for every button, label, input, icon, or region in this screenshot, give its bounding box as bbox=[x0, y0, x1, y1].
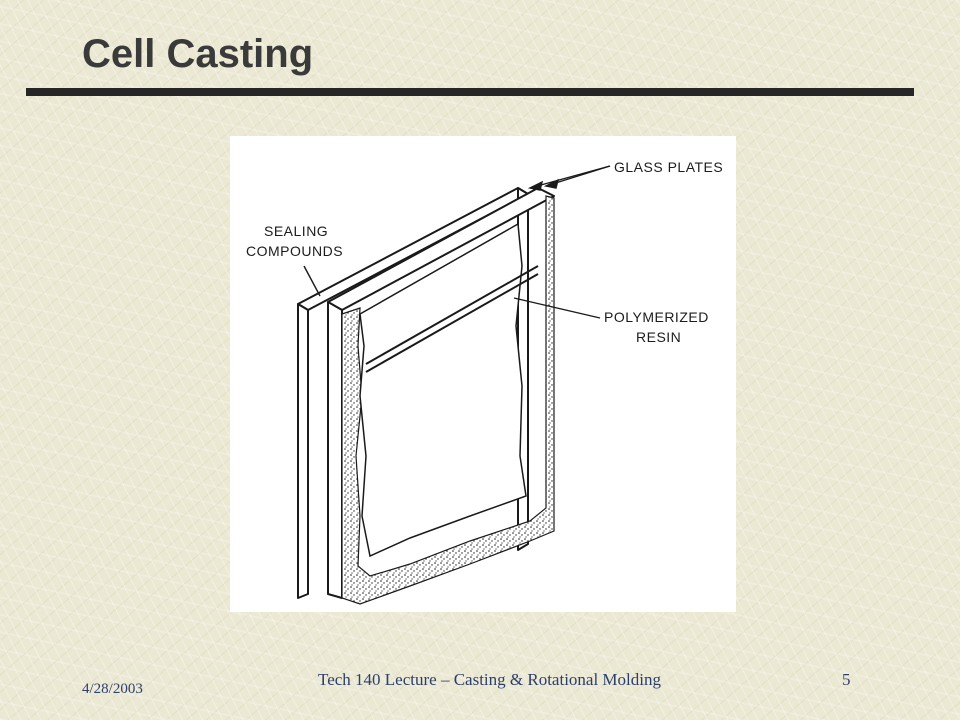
polymerized-resin bbox=[359, 222, 527, 558]
label-resin-line2: RESIN bbox=[636, 329, 681, 345]
title-underline bbox=[26, 88, 914, 96]
label-sealing-line1: SEALING bbox=[264, 223, 328, 239]
label-glass-plates: GLASS PLATES bbox=[614, 159, 723, 175]
label-sealing-line2: COMPOUNDS bbox=[246, 243, 343, 259]
front-glass-plate bbox=[327, 187, 555, 599]
cell-casting-diagram: GLASS PLATES SEALING COMPOUNDS POLYMERIZ… bbox=[246, 159, 723, 605]
footer-page-number: 5 bbox=[842, 670, 851, 689]
footer-course-title: Tech 140 Lecture – Casting & Rotational … bbox=[318, 670, 661, 689]
cell-casting-figure: GLASS PLATES SEALING COMPOUNDS POLYMERIZ… bbox=[230, 136, 736, 612]
slide-title: Cell Casting bbox=[82, 32, 314, 76]
spacer-rod bbox=[365, 265, 539, 373]
leader-lines bbox=[303, 165, 611, 319]
footer-date: 4/28/2003 bbox=[82, 681, 143, 697]
sealing-compound bbox=[341, 195, 555, 605]
label-resin-line1: POLYMERIZED bbox=[604, 309, 709, 325]
